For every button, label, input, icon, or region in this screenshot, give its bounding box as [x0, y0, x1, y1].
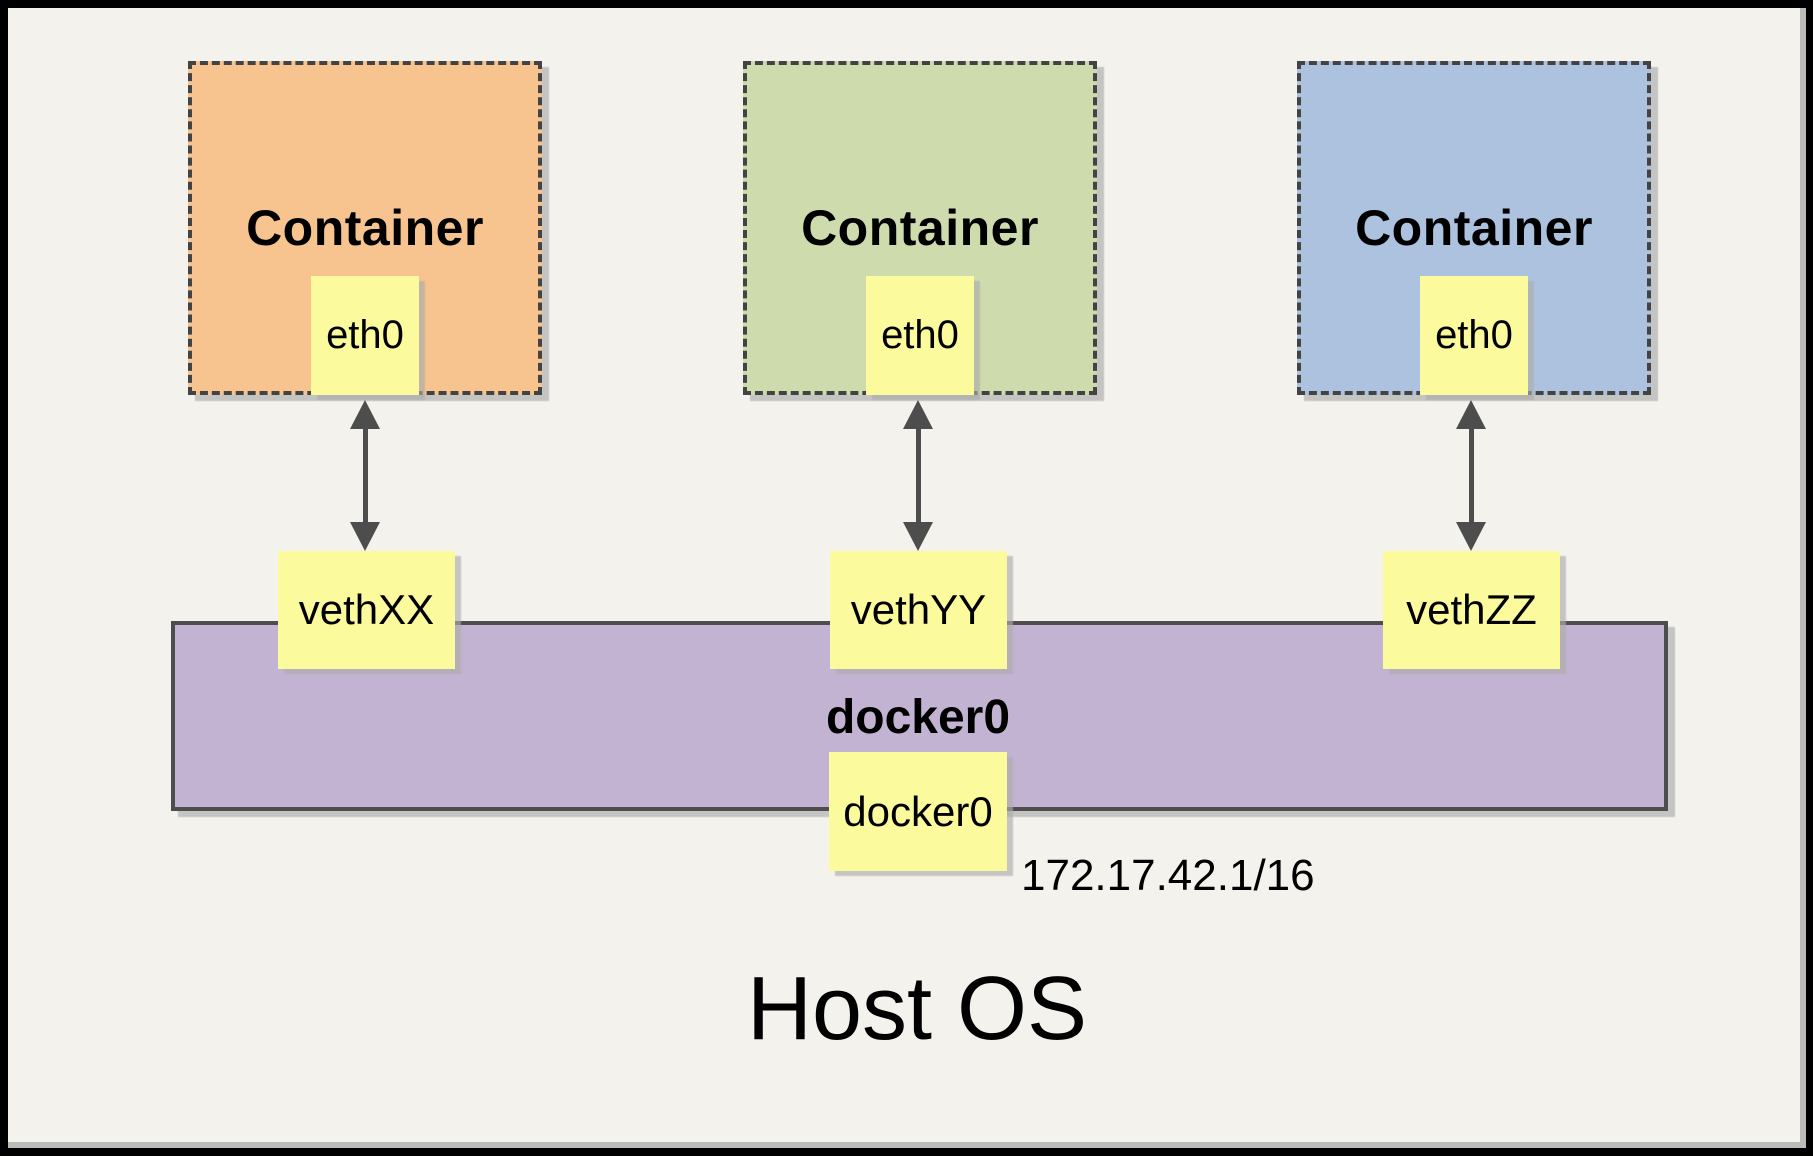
vethXX-label: vethXX	[298, 586, 435, 633]
vethZZ-label: vethZZ	[1406, 586, 1537, 633]
vethYY-box: vethYY	[830, 551, 1007, 669]
container-1-label: Container	[246, 200, 484, 256]
arrowhead-down-icon	[903, 522, 933, 551]
vethXX-box: vethXX	[278, 551, 455, 669]
arrow-container2-veth	[903, 400, 933, 551]
container-3-label: Container	[1355, 200, 1593, 256]
docker0-bridge-title: docker0	[825, 690, 1011, 744]
arrow-shaft	[915, 424, 921, 527]
arrow-shaft	[1468, 424, 1474, 527]
container-1-eth0-label: eth0	[326, 313, 404, 357]
container-3-eth0-label: eth0	[1435, 313, 1513, 357]
container-2-label: Container	[801, 200, 1039, 256]
arrowhead-down-icon	[350, 522, 380, 551]
docker0-interface-box: docker0	[829, 752, 1007, 871]
container-box-1: Container eth0	[188, 61, 542, 395]
vethYY-label: vethYY	[850, 586, 987, 633]
container-box-2: Container eth0	[743, 61, 1097, 395]
docker0-interface-label: docker0	[843, 787, 993, 835]
container-2-eth0-box: eth0	[866, 276, 974, 395]
arrowhead-down-icon	[1456, 522, 1486, 551]
container-3-eth0-box: eth0	[1420, 276, 1528, 395]
vethZZ-box: vethZZ	[1383, 551, 1560, 669]
container-1-eth0-box: eth0	[311, 276, 419, 395]
host-os-label: Host OS	[746, 959, 1088, 1059]
page-background: Container eth0 Container eth0 Container …	[8, 8, 1806, 1148]
arrow-container3-veth	[1456, 400, 1486, 551]
container-box-3: Container eth0	[1297, 61, 1651, 395]
arrow-container1-veth	[350, 400, 380, 551]
arrow-shaft	[362, 424, 368, 527]
bridge-ip-address: 172.17.42.1/16	[1021, 851, 1315, 900]
container-2-eth0-label: eth0	[881, 313, 959, 357]
